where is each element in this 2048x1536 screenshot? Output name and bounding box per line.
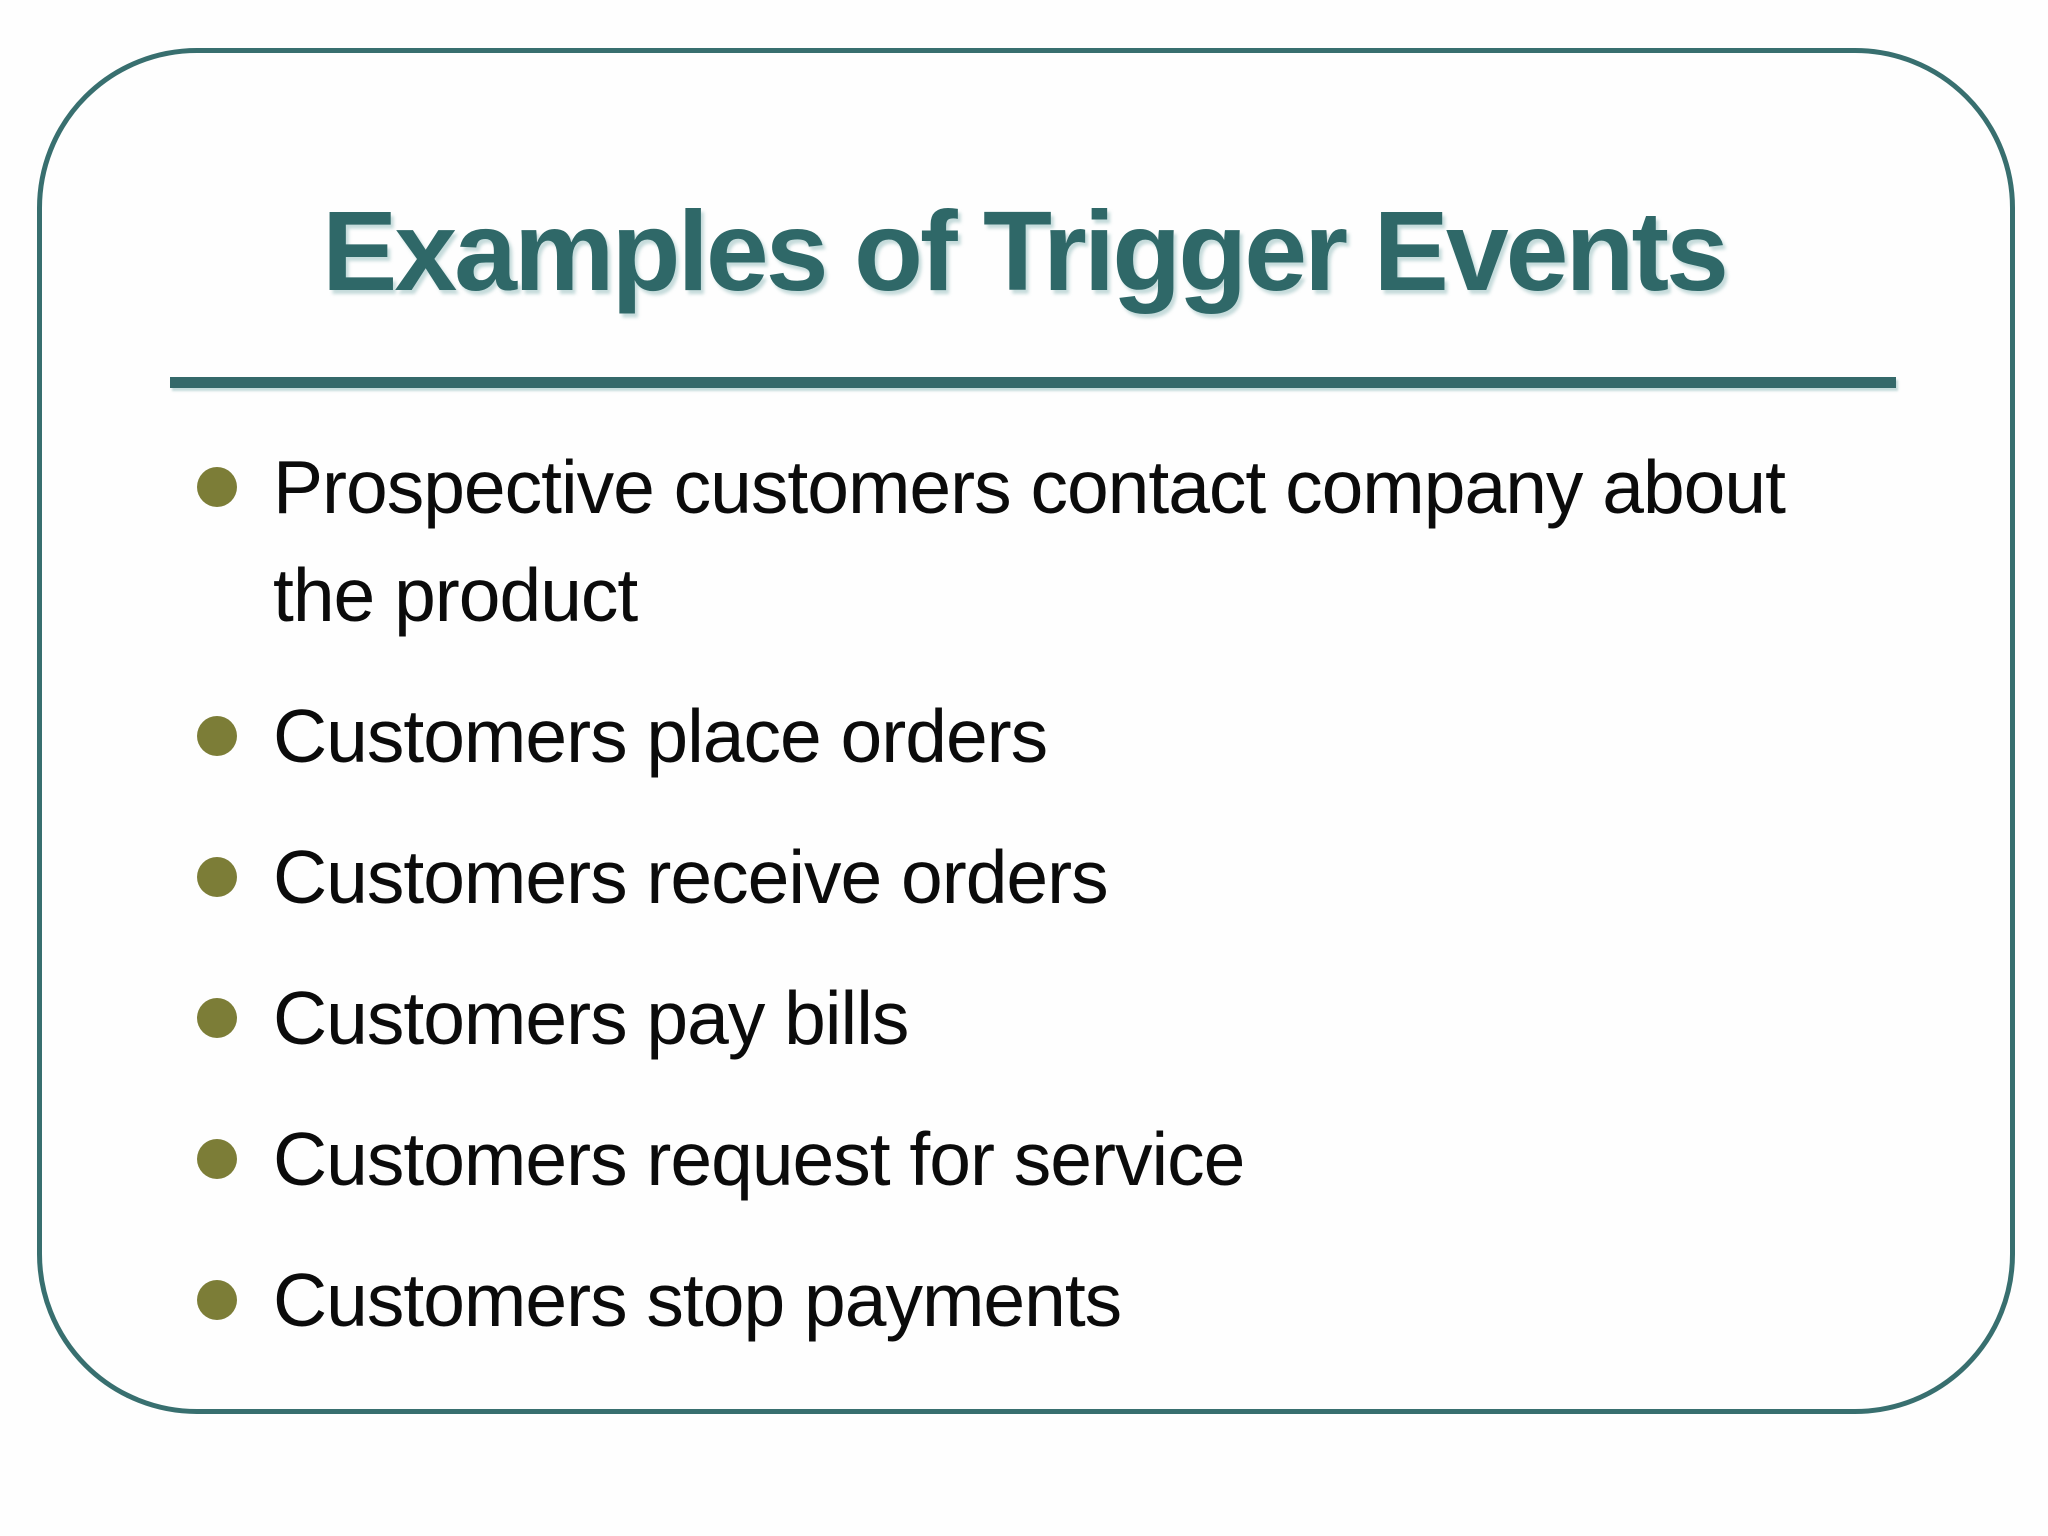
bullet-text: Customers stop payments bbox=[273, 1258, 1122, 1342]
list-item: Customers stop payments bbox=[197, 1246, 1877, 1354]
list-item: Customers receive orders bbox=[197, 823, 1877, 931]
list-item: Customers place orders bbox=[197, 682, 1877, 790]
bullet-list: Prospective customers contact company ab… bbox=[197, 433, 1877, 1387]
bullet-icon bbox=[197, 716, 237, 756]
bullet-text: Prospective customers contact company ab… bbox=[273, 445, 1786, 637]
bullet-text: Customers place orders bbox=[273, 694, 1048, 778]
slide-border-frame bbox=[37, 48, 2015, 1414]
bullet-text: Customers request for service bbox=[273, 1117, 1245, 1201]
list-item: Customers request for service bbox=[197, 1105, 1877, 1213]
bullet-icon bbox=[197, 467, 237, 507]
bullet-text: Customers receive orders bbox=[273, 835, 1109, 919]
title-divider bbox=[170, 377, 1896, 388]
bullet-icon bbox=[197, 1280, 237, 1320]
list-item: Prospective customers contact company ab… bbox=[197, 433, 1877, 649]
slide-title: Examples of Trigger Events bbox=[321, 188, 1729, 314]
bullet-icon bbox=[197, 857, 237, 897]
bullet-icon bbox=[197, 1139, 237, 1179]
bullet-icon bbox=[197, 998, 237, 1038]
bullet-text: Customers pay bills bbox=[273, 976, 909, 1060]
list-item: Customers pay bills bbox=[197, 964, 1877, 1072]
